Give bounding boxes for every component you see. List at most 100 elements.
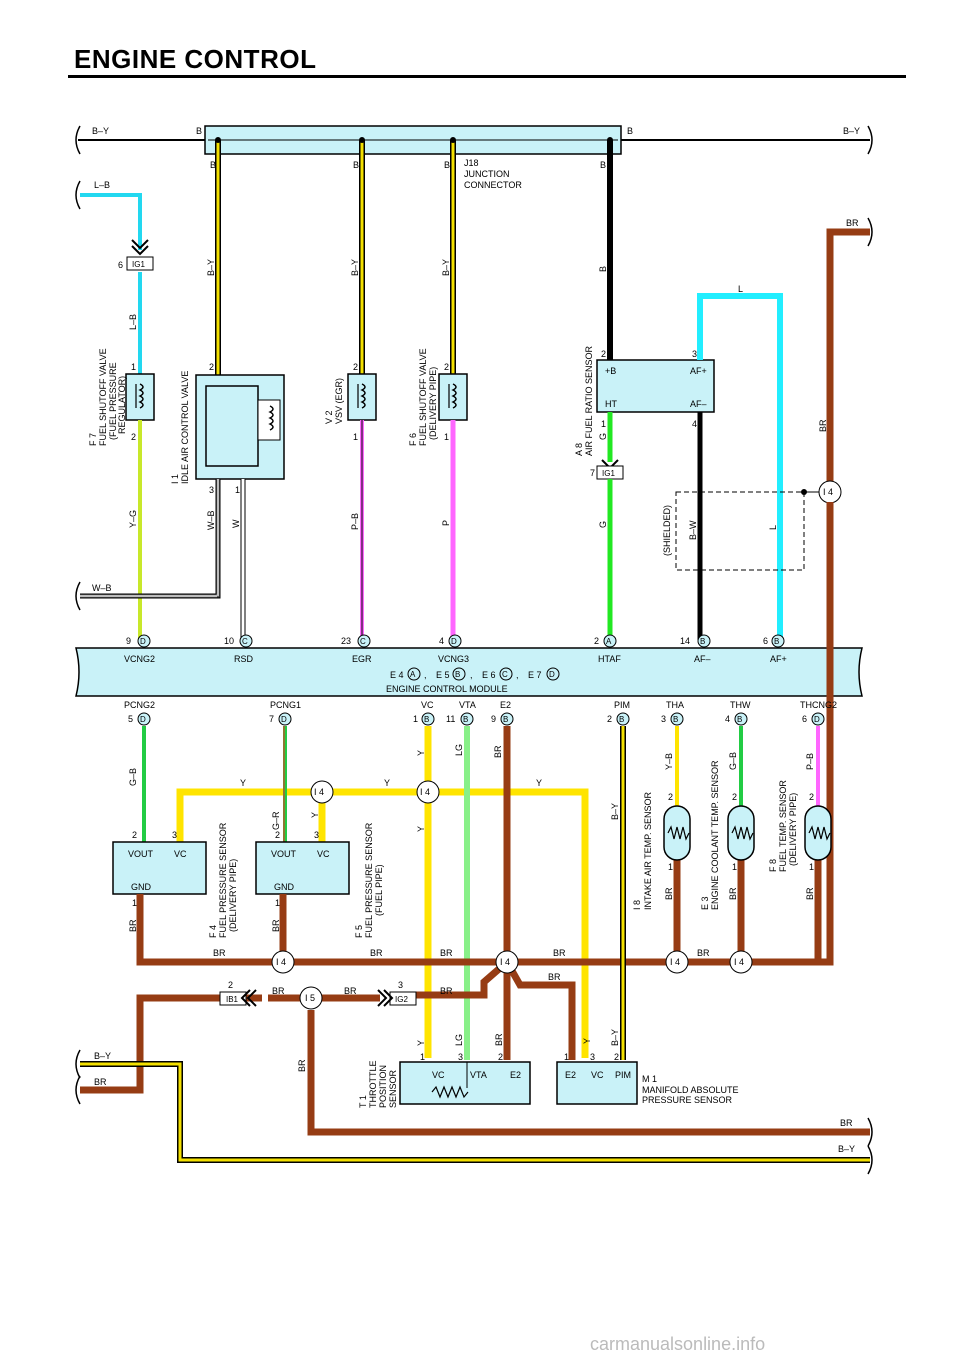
- connector-label: I 4: [670, 957, 680, 967]
- wire-label: B–W: [688, 520, 698, 540]
- ecm-code: E 6: [482, 670, 496, 680]
- f7-code: F 7: [88, 433, 98, 446]
- ecm-bottom-pin-circles: [137, 712, 825, 726]
- component-i8: [663, 805, 691, 861]
- junction-line2: CONNECTOR: [464, 180, 522, 190]
- wire-br-top-right: [826, 228, 870, 482]
- wire-label: BR: [840, 1118, 853, 1128]
- wire-label: B: [444, 160, 450, 170]
- wire-label: BR: [805, 887, 815, 900]
- wire-label: BR: [494, 1033, 504, 1046]
- wire-label: B: [210, 160, 216, 170]
- pin-number: 2: [131, 432, 136, 442]
- pin-number: 1: [131, 362, 136, 372]
- ecm-top-label: VCNG2: [124, 654, 155, 664]
- pin-number: 1: [601, 419, 606, 429]
- wire-label: B: [353, 160, 359, 170]
- connector-label: IB1: [226, 995, 239, 1004]
- wire-label: L: [738, 284, 743, 294]
- connector-label: I 4: [420, 787, 430, 797]
- wire-label: BR: [440, 986, 453, 996]
- wire-label: BR: [370, 948, 383, 958]
- ecm-bottom-pin-letter: D: [814, 715, 820, 724]
- wire-label: W–B: [206, 510, 216, 530]
- ecm-bottom-pin-letter: B: [424, 715, 429, 724]
- wire-label: Y–B: [664, 753, 674, 770]
- t1-pin-e2: E2: [510, 1070, 521, 1080]
- f8-code: F 8: [768, 859, 778, 872]
- wire-label: BR: [213, 948, 226, 958]
- wire-y-vc-bus: [176, 788, 589, 1058]
- ecm-bottom-label: THA: [666, 700, 684, 710]
- ecm-bottom-pin-num: 2: [607, 714, 612, 724]
- ecm-top-pin-num: 2: [594, 636, 599, 646]
- wire-label: B: [196, 126, 202, 136]
- wire-end-right-1: [867, 125, 873, 155]
- ecm-top-pin-num: 10: [224, 636, 234, 646]
- wire-end-left-lb: [75, 180, 81, 210]
- ecm-code: E 5: [436, 670, 450, 680]
- component-a8: [596, 359, 715, 413]
- pin-number: 2: [498, 1052, 503, 1062]
- ecm-bottom-pin-letter: B: [737, 715, 742, 724]
- pin-number: 1: [420, 1052, 425, 1062]
- pin-number: 2: [353, 362, 358, 372]
- wire-label: B–Y: [610, 1029, 620, 1046]
- ecm-bottom-pin-num: 5: [128, 714, 133, 724]
- wire-label: Y–G: [128, 510, 138, 528]
- wire-end-left-br: [75, 1075, 81, 1105]
- ecm-bottom-label: E2: [500, 700, 511, 710]
- t1-line1: THROTTLE: [368, 1060, 378, 1108]
- resistor-icon: [808, 825, 831, 841]
- ecm-module: [75, 647, 863, 697]
- wire-end-left-wb: [75, 581, 81, 611]
- connector-label: I 4: [500, 957, 510, 967]
- ecm-code-letter: A: [410, 670, 416, 679]
- shielded-box: [675, 491, 805, 571]
- pin-number: 2: [809, 792, 814, 802]
- ecm-bottom-label: THCNG2: [800, 700, 837, 710]
- f4-pin-gnd: GND: [131, 882, 152, 892]
- pin-number: 3: [398, 980, 403, 990]
- connector-label: I 4: [823, 487, 833, 497]
- coil-icon: [451, 383, 457, 409]
- pin-number: 3: [314, 830, 319, 840]
- ecm-top-pin-num: 9: [126, 636, 131, 646]
- coil-icon: [138, 383, 144, 409]
- component-m1: [556, 1061, 638, 1105]
- t1-line2: POSITION: [378, 1065, 388, 1108]
- pin-number: 2: [444, 362, 449, 372]
- i8-name: INTAKE AIR TEMP. SENSOR: [643, 791, 653, 910]
- junction-name: J18: [464, 158, 479, 168]
- wire-label: Y: [416, 826, 426, 832]
- ecm-top-label: HTAF: [598, 654, 621, 664]
- wire-label: B: [600, 160, 606, 170]
- ecm-top-pin-num: 23: [341, 636, 351, 646]
- component-f5: [255, 841, 350, 895]
- pin-number: 3: [172, 830, 177, 840]
- wire-lb: [80, 193, 142, 250]
- pin-number: 7: [590, 468, 595, 478]
- ecm-bottom-label: PCNG1: [270, 700, 301, 710]
- f6-name: FUEL SHUTOFF VALVE: [418, 348, 428, 446]
- pin-number: 3: [458, 1052, 463, 1062]
- connector-label: IG2: [395, 995, 408, 1004]
- ecm-code: E 7: [528, 670, 542, 680]
- wire-br-ground-bus: [136, 502, 834, 966]
- f8-sub1: (DELIVERY PIPE): [788, 793, 798, 866]
- f5-name: FUEL PRESSURE SENSOR: [364, 822, 374, 938]
- wire-label: G–R: [271, 811, 281, 830]
- wire-label: B–Y: [838, 1144, 855, 1154]
- ecm-top-label: RSD: [234, 654, 254, 664]
- wire-label: LG: [454, 744, 464, 756]
- wire-l: [697, 293, 783, 640]
- wire-label: W–B: [92, 583, 112, 593]
- connector-label: IG1: [602, 469, 615, 478]
- wire-label: BR: [297, 1059, 307, 1072]
- ecm-top-pin-letter: D: [451, 637, 457, 646]
- wire-label: BR: [94, 1077, 107, 1087]
- connector-i4-gnd4: [729, 950, 753, 974]
- pin-number: 2: [614, 1052, 619, 1062]
- shielded-label: (SHIELDED): [662, 505, 672, 556]
- pin-number: 2: [228, 980, 233, 990]
